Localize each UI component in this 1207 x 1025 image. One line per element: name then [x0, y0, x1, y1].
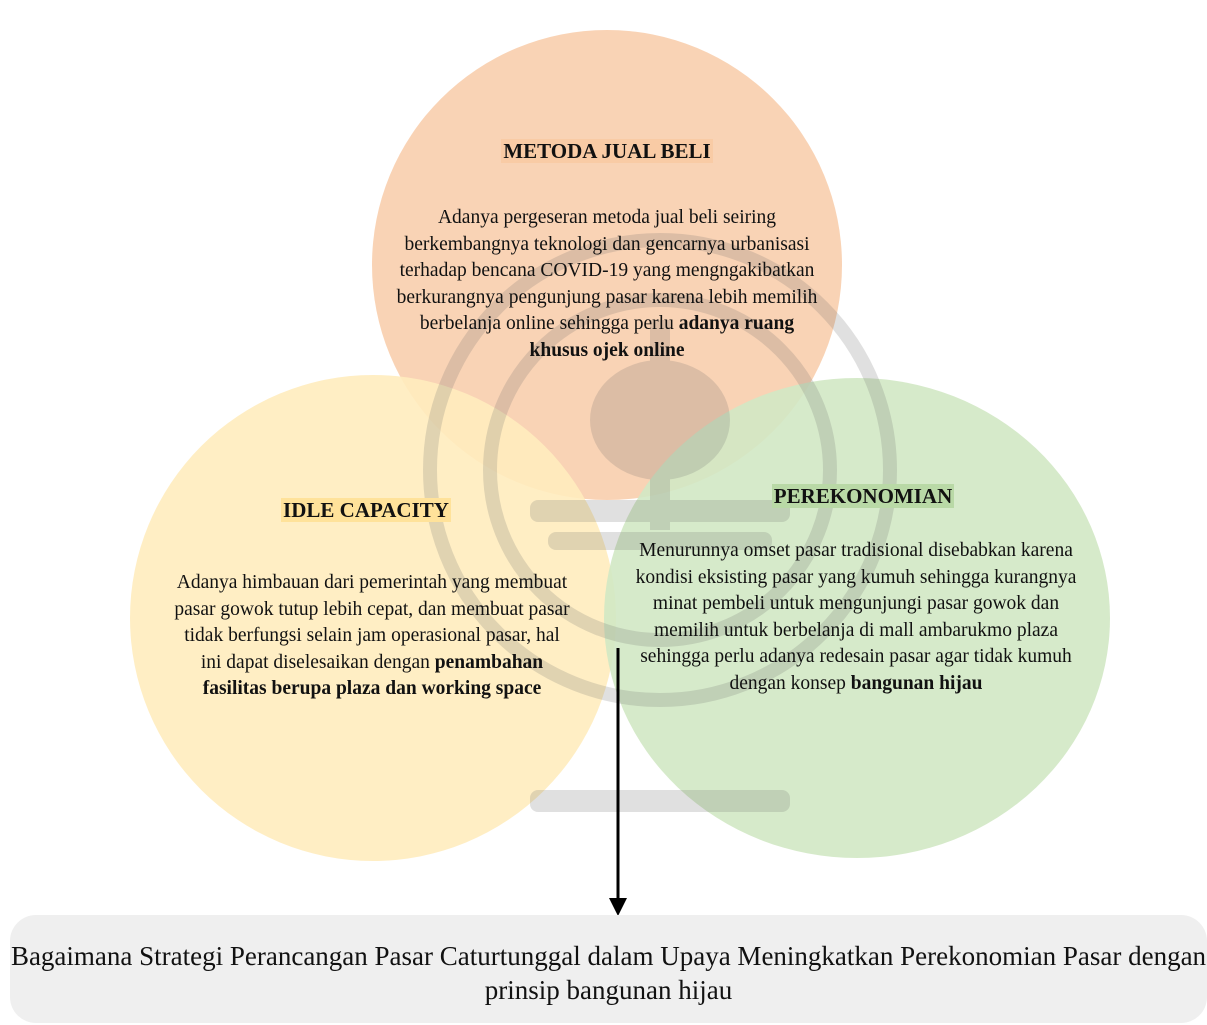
text-perekonomian: Menurunnya omset pasar tradisional diseb… — [628, 538, 1084, 697]
text-metoda-jual-beli: Adanya pergeseran metoda jual beli seiri… — [392, 205, 822, 364]
circle-idle-capacity — [130, 375, 616, 861]
text-idle-capacity-body: Adanya himbauan dari pemerintah yang mem… — [174, 572, 570, 673]
text-metoda-jual-beli-emphasis: adanya ruang khusus ojek online — [529, 313, 795, 361]
university-seal-watermark — [423, 233, 897, 812]
text-metoda-jual-beli-body: Adanya pergeseran metoda jual beli seiri… — [396, 207, 818, 334]
conclusion-text: Bagaimana Strategi Perancangan Pasar Cat… — [10, 941, 1207, 1005]
text-idle-capacity-emphasis: penambahan fasilitas berupa plaza dan wo… — [202, 651, 544, 700]
conclusion-box: Bagaimana Strategi Perancangan Pasar Cat… — [10, 915, 1207, 1023]
title-perekonomian: PEREKONOMIAN — [608, 483, 1118, 509]
text-idle-capacity: Adanya himbauan dari pemerintah yang mem… — [172, 570, 572, 703]
text-perekonomian-body: Menurunnya omset pasar tradisional diseb… — [635, 540, 1077, 694]
down-arrow-icon — [609, 648, 627, 916]
title-metoda-jual-beli: METODA JUAL BELI — [372, 138, 842, 164]
title-idle-capacity-label: IDLE CAPACITY — [281, 498, 451, 522]
text-perekonomian-emphasis: bangunan hijau — [850, 672, 983, 694]
title-idle-capacity: IDLE CAPACITY — [148, 497, 584, 523]
title-perekonomian-label: PEREKONOMIAN — [771, 484, 955, 508]
title-metoda-jual-beli-label: METODA JUAL BELI — [501, 139, 713, 163]
circle-perekonomian — [604, 378, 1110, 858]
